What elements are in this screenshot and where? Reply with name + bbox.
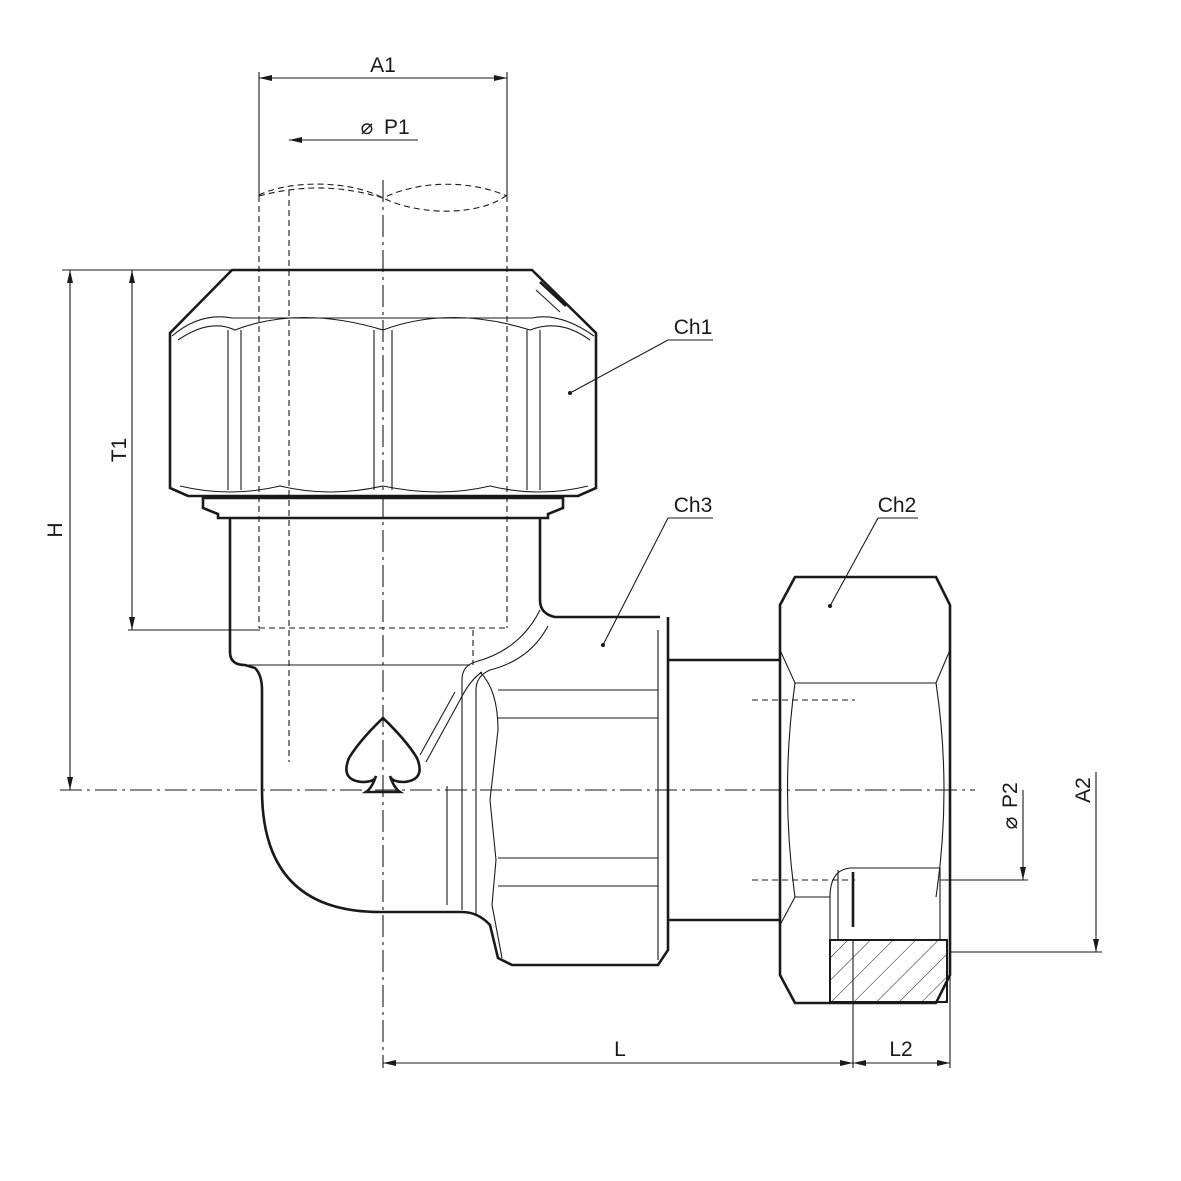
adapter-stub (668, 658, 780, 922)
dimension-label-t1: T1 (108, 438, 131, 463)
dimension-label-h: H (44, 522, 67, 537)
dimension-l (383, 940, 854, 1068)
callout-ch2-leader (828, 517, 918, 608)
dimension-t1 (128, 270, 260, 631)
dimension-p2 (940, 790, 1028, 881)
dimension-label-l2: L2 (889, 1038, 912, 1061)
dimension-p1 (289, 137, 418, 143)
dimension-label-l: L (614, 1038, 626, 1061)
dimension-label-a2: A2 (1072, 777, 1095, 803)
dimension-label-p1: P1 (384, 116, 410, 139)
dimension-h (62, 269, 232, 790)
flow-direction-icon (345, 716, 421, 794)
elbow-body (201, 496, 670, 967)
center-lines (60, 180, 975, 1068)
union-nut (752, 575, 952, 1005)
dimension-l2 (853, 975, 951, 1068)
diameter-symbol-p1: ⌀ (361, 116, 374, 139)
dimension-label-p2: P2 (999, 782, 1022, 808)
callout-label-ch1: Ch1 (674, 316, 713, 339)
pipe-hidden-outline (258, 183, 508, 762)
compression-nut (168, 268, 598, 498)
callout-label-ch3: Ch3 (674, 494, 713, 517)
dimension-a2 (950, 772, 1102, 953)
dimension-a1 (258, 72, 508, 196)
callout-ch1-leader (568, 339, 713, 395)
callout-ch3-leader (601, 517, 713, 647)
diameter-symbol-p2: ⌀ (999, 817, 1022, 830)
callout-label-ch2: Ch2 (878, 494, 917, 517)
dimension-label-a1: A1 (370, 54, 396, 77)
